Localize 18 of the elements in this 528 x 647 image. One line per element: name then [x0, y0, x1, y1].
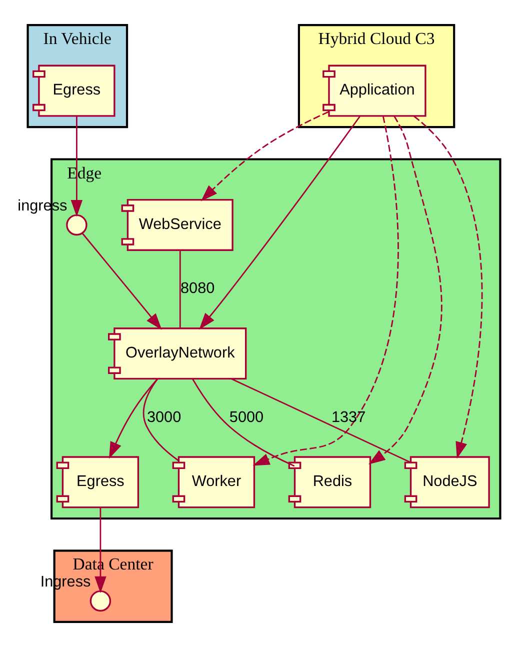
arrow [368, 116, 442, 464]
edge-label: 8080 [180, 280, 215, 298]
arrow [82, 232, 162, 330]
arrow [109, 378, 158, 459]
connector [192, 378, 295, 467]
node-circle [66, 214, 88, 236]
arrow [252, 116, 399, 466]
edge-label: 3000 [146, 408, 182, 426]
connector [142, 378, 179, 462]
arrow [70, 116, 83, 217]
edge-label: 1337 [331, 408, 366, 426]
edge-label: 5000 [229, 408, 264, 426]
arrow [200, 111, 329, 202]
node-circle [90, 590, 112, 612]
arrow [414, 116, 483, 459]
arrow [94, 508, 106, 594]
connector [231, 378, 411, 464]
connector [179, 250, 181, 328]
